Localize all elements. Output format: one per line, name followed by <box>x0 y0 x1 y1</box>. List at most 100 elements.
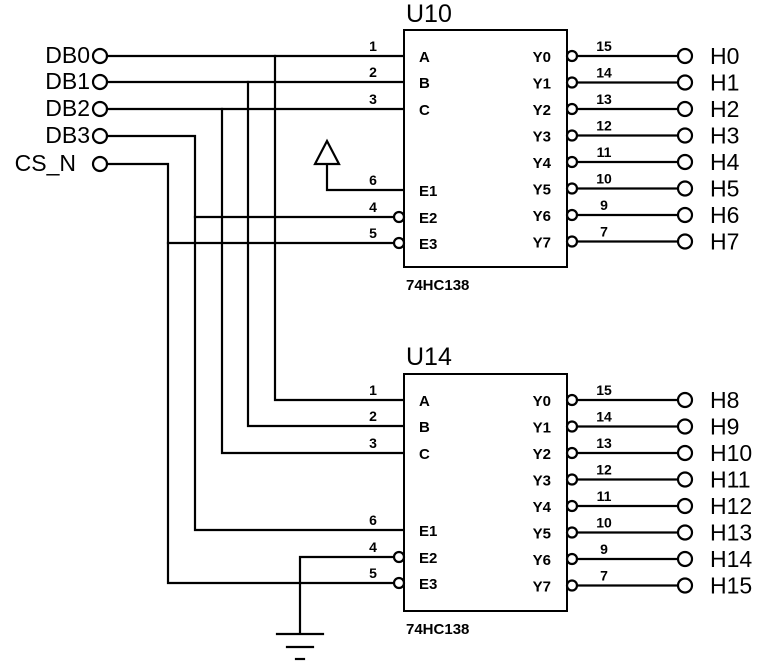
output-net-label: H6 <box>710 202 739 228</box>
u10-output-bubble <box>565 182 579 195</box>
output-terminal <box>676 74 694 91</box>
u14-pin-name: Y7 <box>533 579 551 596</box>
u14-output-bubble <box>565 393 579 407</box>
u10-pin-num: 15 <box>596 38 612 54</box>
chip-u10-body <box>403 29 568 268</box>
u10-pin-num: 13 <box>596 91 612 107</box>
u10-output-bubble <box>565 76 579 89</box>
wire-gnd-u14-e2 <box>298 555 395 634</box>
u14-output-bubble <box>565 526 579 539</box>
u14-e2-bubble <box>392 550 406 564</box>
u14-output-bubble <box>565 446 579 460</box>
input-terminal-db0 <box>91 47 109 65</box>
wire-db0-u14-a <box>273 54 406 402</box>
u14-pin-num: 15 <box>596 382 612 398</box>
u10-pin-name: Y6 <box>533 208 551 225</box>
chip-u10-ref: U10 <box>406 0 452 28</box>
u14-pin-name: C <box>419 446 430 463</box>
chip-u10: U10 74HC138 1 2 3 6 4 5 A B C E1 E2 E3 <box>369 0 568 294</box>
input-connectors: DB0 DB1 DB2 DB3 CS_N <box>15 42 109 176</box>
u10-pin-num: 3 <box>369 91 377 107</box>
u14-pin-name: B <box>419 419 430 436</box>
u10-output-bubble <box>565 129 579 142</box>
output-terminal <box>676 47 694 65</box>
u14-output-bubble <box>565 420 579 433</box>
u10-pin-num: 10 <box>596 171 612 187</box>
u10-pin-name: Y5 <box>533 182 551 199</box>
u10-output-bubble <box>565 235 579 248</box>
u14-pin-num: 6 <box>369 512 377 528</box>
u14-pin-name: A <box>419 393 430 410</box>
u14-e3-bubble <box>392 576 406 590</box>
u14-pin-num: 13 <box>596 435 612 451</box>
u14-pin-name: Y3 <box>533 473 551 490</box>
u14-pin-name: Y2 <box>533 446 551 463</box>
output-net-label: H4 <box>710 149 740 175</box>
u10-pin-name: B <box>419 75 430 92</box>
u10-output-bubble <box>565 49 579 63</box>
u10-output-bubble <box>565 155 579 169</box>
u10-pin-name: C <box>419 102 430 119</box>
u14-pin-num: 9 <box>600 541 608 557</box>
u14-pin-name: E2 <box>419 550 437 567</box>
u10-pin-num: 12 <box>596 118 612 134</box>
output-terminal <box>676 524 694 541</box>
output-net-label: H10 <box>710 440 752 466</box>
output-net-label: H3 <box>710 123 739 149</box>
output-net-label: H0 <box>710 43 739 69</box>
u10-pin-num: 11 <box>597 144 612 160</box>
output-net-label: H11 <box>710 467 751 493</box>
wire-vcc-u10-e1 <box>325 163 406 192</box>
output-net-label: H8 <box>710 387 739 413</box>
input-terminal-db1 <box>91 73 109 91</box>
wire-db3-u14-e1 <box>105 134 406 532</box>
u10-pin-name: E3 <box>419 236 437 253</box>
output-terminal <box>676 418 694 435</box>
u10-pin-name: Y4 <box>533 155 552 172</box>
u10-pin-num: 6 <box>369 172 377 188</box>
u10-pin-name: E1 <box>419 183 437 200</box>
output-net-label: H15 <box>710 573 752 599</box>
u14-pin-name: Y6 <box>533 552 551 569</box>
input-label-db1: DB1 <box>45 68 90 94</box>
output-terminal <box>676 497 694 515</box>
u10-pin-name: Y0 <box>533 49 551 66</box>
u14-pin-name: Y0 <box>533 393 551 410</box>
u10-output-bubble <box>565 208 579 222</box>
u14-output-bubble <box>565 552 579 566</box>
u14-pin-num: 11 <box>597 488 612 504</box>
chip-u14-part: 74HC138 <box>406 621 469 638</box>
u14-pin-name: Y1 <box>533 420 551 437</box>
chip-u10-part: 74HC138 <box>406 277 469 294</box>
u14-pin-name: E3 <box>419 576 437 593</box>
u14-output-bubble <box>565 579 579 592</box>
u14-pin-num: 5 <box>369 565 377 581</box>
u10-pin-num: 5 <box>369 225 377 241</box>
wire-network <box>105 54 406 634</box>
output-terminal <box>676 100 694 118</box>
output-net-label: H12 <box>710 493 752 519</box>
output-net-label: H5 <box>710 176 739 202</box>
u10-pin-name: Y1 <box>533 76 551 93</box>
u14-pin-num: 2 <box>369 408 377 424</box>
u10-pin-name: A <box>419 49 430 66</box>
output-terminal <box>676 577 694 594</box>
wire-csn-u14-e3 <box>105 162 395 585</box>
chip-u14-ref: U14 <box>406 343 452 371</box>
u10-e2-bubble <box>392 210 406 224</box>
u14-pin-name: E1 <box>419 523 437 540</box>
output-net-label: H2 <box>710 96 739 122</box>
u10-pin-num: 7 <box>600 224 608 240</box>
u10-output-bubble <box>565 102 579 116</box>
output-net-label: H7 <box>710 229 739 255</box>
ground-icon <box>275 632 325 661</box>
output-terminal <box>676 206 694 224</box>
output-net-label: H13 <box>710 520 752 546</box>
output-terminal <box>676 444 694 462</box>
input-label-cs-n: CS_N <box>15 150 76 176</box>
input-terminal-cs-n <box>91 155 109 173</box>
input-label-db0: DB0 <box>45 42 90 68</box>
u14-output-bubble <box>565 473 579 486</box>
